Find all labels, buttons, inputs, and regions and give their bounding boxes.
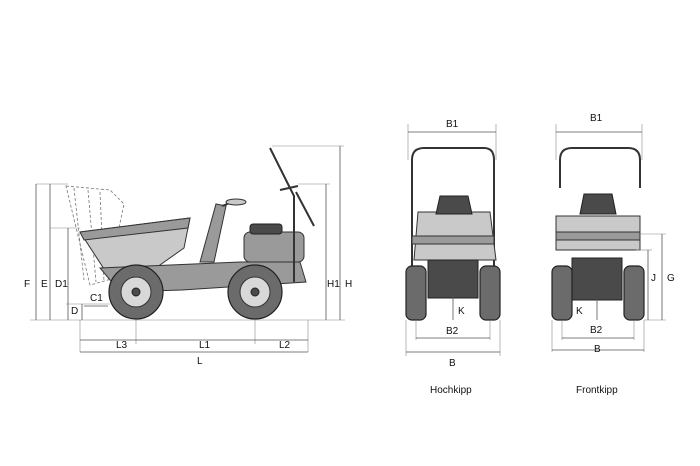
seat-rear (435, 195, 473, 215)
seat-front (579, 193, 617, 215)
axle-housing-front (571, 257, 623, 301)
caption-front: Frontkipp (576, 385, 618, 396)
dim-label-L3: L3 (116, 340, 128, 351)
rops-frame-rear (411, 147, 495, 278)
dim-label-B-rear: B (449, 358, 456, 369)
left-wheel-front (551, 265, 573, 321)
rops-frame (269, 147, 295, 282)
dim-label-B2-front: B2 (590, 325, 603, 336)
right-wheel-rear (479, 265, 501, 321)
dim-label-B-front: B (594, 344, 601, 355)
rops-frame-front (559, 147, 641, 188)
caption-rear: Hochkipp (430, 385, 472, 396)
dim-label-K-front: K (576, 306, 583, 317)
dim-label-J-front: J (651, 273, 656, 284)
dim-label-D1: D1 (55, 279, 68, 290)
dim-label-G-front: G (667, 273, 675, 284)
seat (249, 223, 283, 235)
dim-label-E: E (41, 279, 48, 290)
front-view-dimensions (551, 124, 666, 352)
rear-view-dumper (405, 147, 501, 321)
dim-label-B1-rear: B1 (446, 119, 459, 130)
dim-label-H: H (345, 279, 352, 290)
steering-column (199, 203, 227, 263)
left-wheel-rear (405, 265, 427, 321)
dim-label-L: L (197, 356, 203, 367)
dim-label-L1: L1 (199, 340, 211, 351)
dim-label-F: F (24, 279, 30, 290)
dim-label-B1-front: B1 (590, 113, 603, 124)
side-view-dumper (65, 147, 315, 320)
dim-label-L2: L2 (279, 340, 291, 351)
rear-view-dimensions (405, 124, 501, 356)
right-wheel-front (623, 265, 645, 321)
side-view-dimensions (30, 145, 345, 353)
dim-label-K-rear: K (458, 306, 465, 317)
dim-label-B2-rear: B2 (446, 326, 459, 337)
dim-label-D: D (71, 306, 78, 317)
dim-label-H1: H1 (327, 279, 340, 290)
axle-housing-rear (427, 259, 479, 299)
steering-wheel (225, 198, 247, 206)
dim-label-C1: C1 (90, 293, 103, 304)
front-view-dumper (551, 147, 645, 321)
